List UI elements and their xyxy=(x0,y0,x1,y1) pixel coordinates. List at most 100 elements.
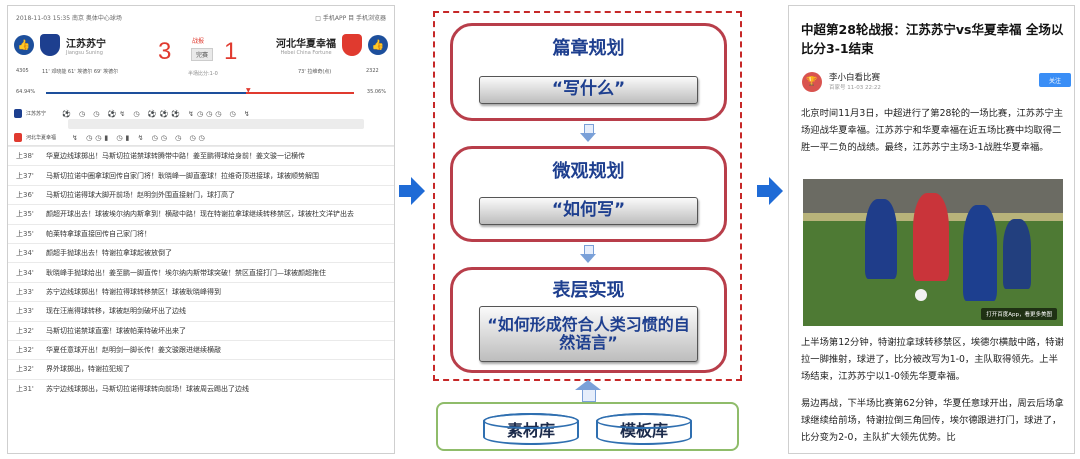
right-arrow-icon xyxy=(757,177,783,205)
commentary-row: 上34' 颜超手抛球出去！特谢拉拿球起被放倒了 xyxy=(8,242,394,262)
commentary-row: 上31' 苏宁边线球掷出，马斯切拉诺得球转向前场！球被周云踢出了边线 xyxy=(8,378,394,398)
event-text: 帕莱特拿球直接回传自己家门将！ xyxy=(46,229,151,238)
player-figure xyxy=(865,199,897,279)
event-minute: 上34' xyxy=(16,268,34,277)
timeline-track xyxy=(68,119,364,129)
home-team: 👍 江苏苏宁 Jiangsu Suning xyxy=(14,34,106,56)
halftime-score: 半场比分:1-0 xyxy=(188,71,218,77)
home-possession: 64.94% xyxy=(16,89,36,95)
event-minute: 上35' xyxy=(16,229,34,238)
timeline-home-name: 江苏苏宁 xyxy=(26,111,47,117)
home-team-name: 江苏苏宁 xyxy=(66,38,106,50)
home-support-count: 4305 xyxy=(16,68,29,74)
event-text: 苏宁边线球掷出，马斯切拉诺得球转向前场！球被周云踢出了边线 xyxy=(46,384,249,393)
author-name[interactable]: 李小白看比赛 xyxy=(829,73,881,83)
commentary-row: 上38' 华夏边线球掷出！马斯切拉诺禁球转腾带中路！姜至鹏得球给身前！姜文骏一记横… xyxy=(8,146,394,165)
event-text: 颜超开球出去！球被埃尔纳内斯拿到！横敲中路！现在特谢拉拿球继续转移禁区，球被杜文… xyxy=(46,210,354,219)
stage-document-planning: 篇章规划 “写什么” xyxy=(450,23,727,121)
event-icons: ↯ ◷◷▮ ◷▮ ↯ ◷◷ ◷ ◷◷ xyxy=(72,133,208,142)
material-library-database-icon: 素材库 xyxy=(483,413,579,445)
template-library-database-icon: 模板库 xyxy=(596,413,692,445)
commentary-row: 上32' 界外球掷出，特谢拉犯规了 xyxy=(8,359,394,378)
thumbs-up-icon[interactable]: 👍 xyxy=(368,35,388,55)
player-figure xyxy=(1003,219,1031,289)
home-scorers: 11' 邓晓能 61' 埃德尔 69' 埃德尔 xyxy=(42,69,119,75)
scoreboard: 👍 江苏苏宁 Jiangsu Suning 3 战报 完赛 1 半场比分:1-0… xyxy=(8,28,394,80)
commentary-row: 上35' 颜超开球出去！球被埃尔纳内斯拿到！横敲中路！现在特谢拉拿球继续转移禁区，… xyxy=(8,204,394,223)
commentary-row: 上32' 华夏任意球开出！赵明剑一脚长传！姜文骏跟进继续横敲 xyxy=(8,339,394,359)
possession-marker-icon: ▼ xyxy=(246,87,251,94)
away-team: 河北华夏幸福 Hebei China Fortune 👍 xyxy=(276,34,388,56)
event-minute: 上32' xyxy=(16,365,34,374)
event-minute: 上33' xyxy=(16,287,34,296)
match-timeline: 江苏苏宁 ⚽ ◷ ◷ ⚽↯ ◷ ⚽⚽⚽ ↯◷◷◷ ◷ ↯ 河北华夏幸福 ↯ ◷◷… xyxy=(8,106,394,146)
follow-button[interactable]: 关注 xyxy=(1039,73,1071,87)
open-app-link[interactable]: 打开百度App，看更多美图 xyxy=(981,308,1057,320)
generated-article-panel: 中超第28轮战报：江苏苏宁vs华夏幸福 全场以比分3-1结束 🏆 李小白看比赛 … xyxy=(788,5,1075,454)
event-minute: 上35' xyxy=(16,210,34,219)
away-scorers: 73' 拉维奇(点) xyxy=(298,69,332,75)
match-photo[interactable]: 打开百度App，看更多美图 xyxy=(803,179,1063,326)
away-team-name: 河北华夏幸福 xyxy=(276,38,336,50)
event-minute: 上32' xyxy=(16,326,34,335)
author-avatar-icon[interactable]: 🏆 xyxy=(802,72,822,92)
stage-question-box: “写什么” xyxy=(479,76,698,104)
timeline-away-row: 河北华夏幸福 ↯ ◷◷▮ ◷▮ ↯ ◷◷ ◷ ◷◷ xyxy=(14,133,388,142)
event-text: 界外球掷出，特谢拉犯规了 xyxy=(46,365,130,374)
away-possession: 35.06% xyxy=(366,89,386,95)
possession-track xyxy=(46,92,354,94)
away-team-badge-icon xyxy=(14,133,22,142)
match-status-badge: 完赛 xyxy=(191,48,214,61)
event-text: 现在汪嵩得球转移，球被赵明剑破坏出了边线 xyxy=(46,307,186,316)
away-team-badge-icon xyxy=(342,34,362,56)
event-minute: 上34' xyxy=(16,249,34,258)
event-text: 颜超手抛球出去！特谢拉拿球起被放倒了 xyxy=(46,249,172,258)
article-paragraph: 上半场第12分钟，特谢拉拿球转移禁区，埃德尔横敲中路，特谢拉一脚推射，球进了，比… xyxy=(801,337,1064,382)
timeline-away-name: 河北华夏幸福 xyxy=(26,135,57,141)
event-minute: 上36' xyxy=(16,190,34,199)
live-commentary-panel: 2018-11-03 15:35 南京 奥体中心球场 □ 手机APP 目 手机浏… xyxy=(7,5,395,454)
event-text: 华夏边线球掷出！马斯切拉诺禁球转腾带中路！姜至鹏得球给身前！姜文骏一记横传 xyxy=(46,152,305,161)
player-figure xyxy=(963,205,997,301)
match-datetime-venue: 2018-11-03 15:35 南京 奥体中心球场 xyxy=(16,14,122,22)
football-icon xyxy=(915,289,927,301)
event-text: 华夏任意球开出！赵明剑一脚长传！姜文骏跟进继续横敲 xyxy=(46,346,221,355)
down-arrow-icon xyxy=(580,124,596,142)
up-arrow-icon xyxy=(575,380,601,402)
stage-title: 微观规划 xyxy=(552,161,625,182)
match-info-bar: 2018-11-03 15:35 南京 奥体中心球场 □ 手机APP 目 手机浏… xyxy=(8,6,394,28)
event-text: 马斯切拉诺禁球直塞！球被帕莱特破坏出来了 xyxy=(46,326,186,335)
event-text: 苏宁边线球掷出！特谢拉得球转移禁区！球被耿晓峰得到 xyxy=(46,287,221,296)
commentary-row: 上33' 苏宁边线球掷出！特谢拉得球转移禁区！球被耿晓峰得到 xyxy=(8,281,394,301)
stage-surface-realization: 表层实现 “如何形成符合人类习惯的自然语言” xyxy=(450,267,727,373)
stage-microplanning: 微观规划 “如何写” xyxy=(450,146,727,242)
commentary-list[interactable]: 上38' 华夏边线球掷出！马斯切拉诺禁球转腾带中路！姜至鹏得球给身前！姜文骏一记横… xyxy=(8,146,394,398)
article-paragraph: 易边再战，下半场比赛第62分钟，华夏任意球开出，周云后场拿球继续给前场，特谢拉倒… xyxy=(801,398,1064,443)
away-team-english-name: Hebei China Fortune xyxy=(280,49,332,56)
thumbs-up-icon[interactable]: 👍 xyxy=(14,35,34,55)
resource-libraries: 素材库 模板库 xyxy=(436,402,739,451)
stage-question-box: “如何形成符合人类习惯的自然语言” xyxy=(479,306,698,362)
commentary-row: 上37'马斯切拉诺中圈拿球回传自家门将！耿晓峰一脚直塞球！拉维奇顶进接球，球被顺… xyxy=(8,165,394,184)
report-label[interactable]: 战报 xyxy=(192,38,205,45)
stage-title: 表层实现 xyxy=(552,280,625,301)
commentary-row: 上33' 现在汪嵩得球转移，球被赵明剑破坏出了边线 xyxy=(8,301,394,320)
player-figure xyxy=(913,193,949,281)
home-team-badge-icon xyxy=(14,109,22,118)
commentary-row: 上35' 帕莱特拿球直接回传自己家门将！ xyxy=(8,223,394,243)
possession-bar: 64.94% ▼ 35.06% xyxy=(8,80,394,106)
commentary-row: 上34'耿晓峰手抛球给出！姜至鹏一脚直传！埃尔纳内斯带球突破！禁区直接打门—球被… xyxy=(8,262,394,281)
event-minute: 上33' xyxy=(16,307,34,316)
away-support-count: 2322 xyxy=(366,68,379,74)
timeline-home-row: 江苏苏宁 ⚽ ◷ ◷ ⚽↯ ◷ ⚽⚽⚽ ↯◷◷◷ ◷ ↯ xyxy=(14,109,388,118)
event-minute: 上32' xyxy=(16,346,34,355)
generation-pipeline: 篇章规划 “写什么” 微观规划 “如何写” 表层实现 “如何形成符合人类习惯的自… xyxy=(433,11,742,381)
event-minute: 上31' xyxy=(16,384,34,393)
app-links[interactable]: □ 手机APP 目 手机浏览器 xyxy=(315,14,386,22)
away-score: 1 xyxy=(224,38,238,65)
down-arrow-icon xyxy=(580,245,596,263)
event-icons: ⚽ ◷ ◷ ⚽↯ ◷ ⚽⚽⚽ ↯◷◷◷ ◷ ↯ xyxy=(62,109,253,118)
event-minute: 上38' xyxy=(16,152,34,161)
publish-meta: 百家号 11-03 22:22 xyxy=(829,85,881,91)
stage-title: 篇章规划 xyxy=(552,38,625,59)
